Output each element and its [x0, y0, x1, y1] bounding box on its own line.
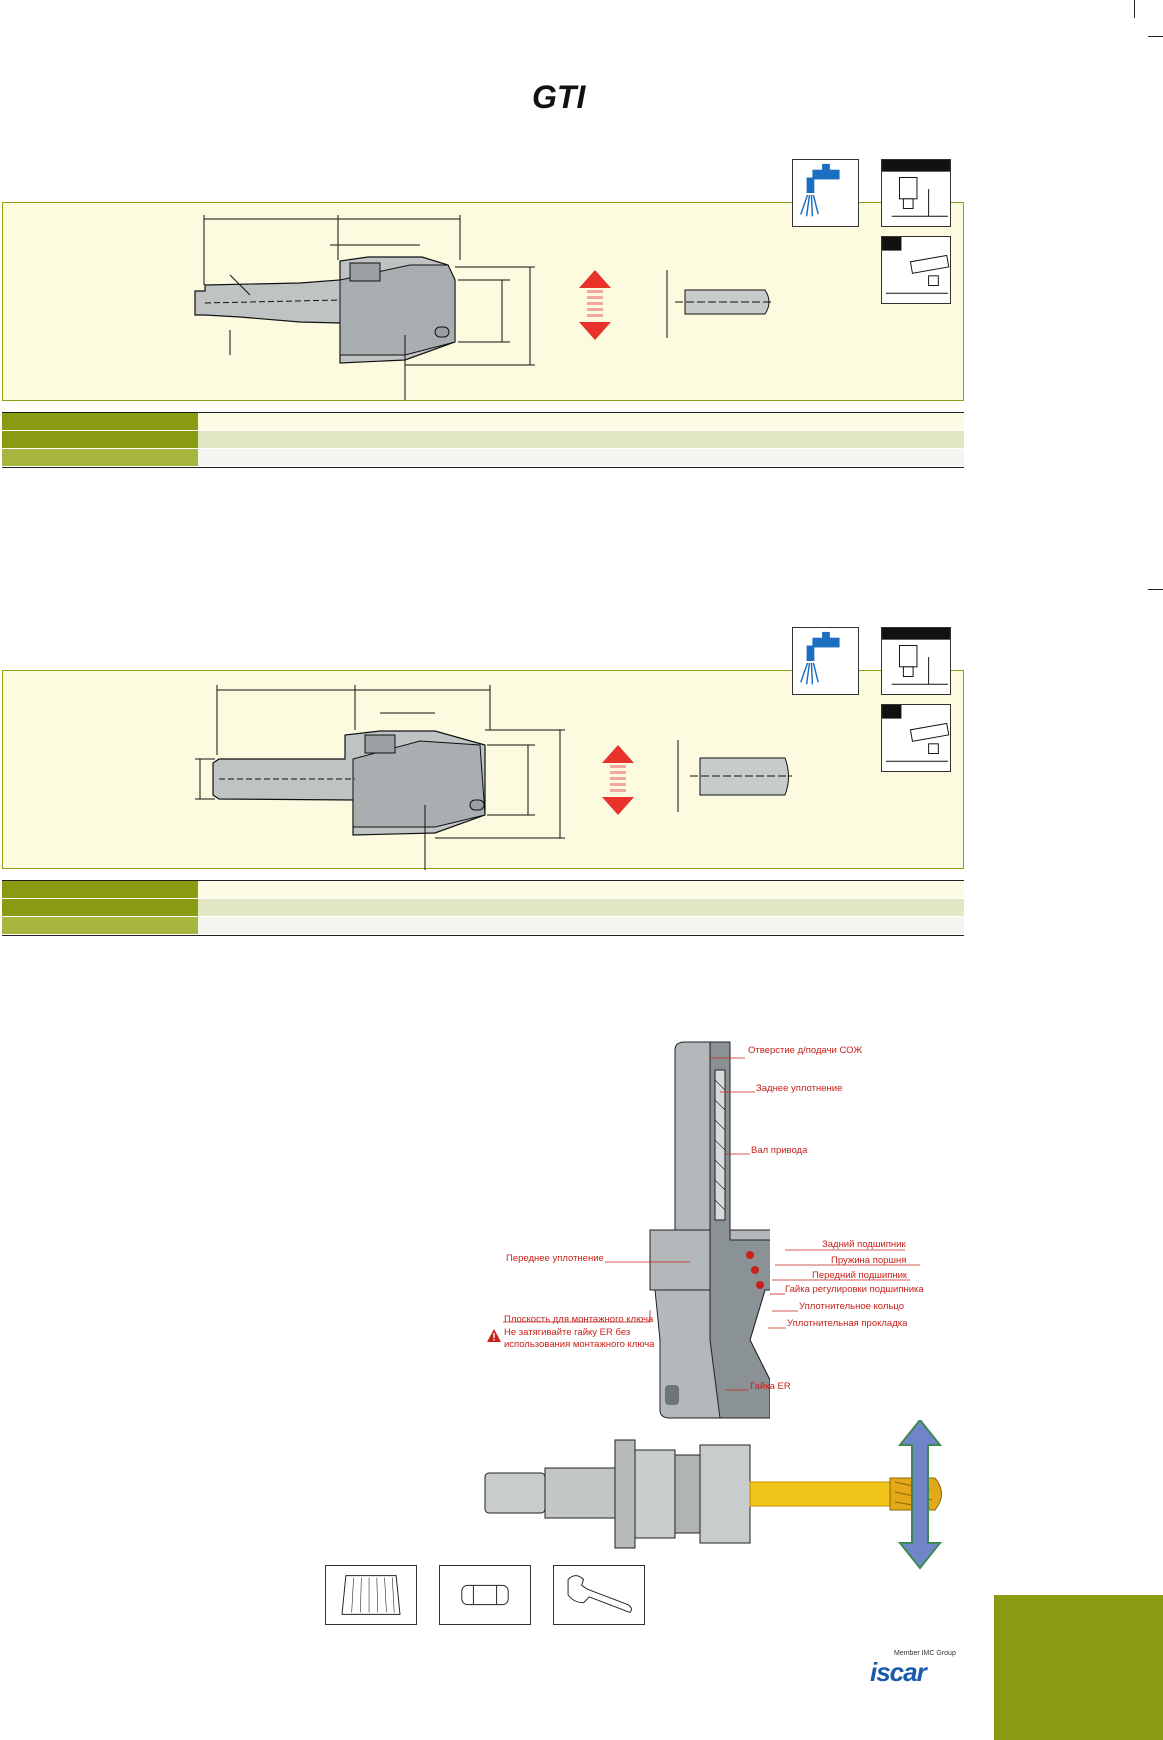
wrench-icon [553, 1565, 645, 1625]
table-row [2, 917, 964, 935]
warning-text-line2: использования монтажного ключа [504, 1339, 655, 1350]
gti-logo: GTI [532, 80, 586, 114]
label-gasket: Уплотнительная прокладка [787, 1318, 908, 1329]
table-row [2, 413, 964, 431]
label-rear-bearing: Задний подшипник [822, 1239, 906, 1250]
machine-axial-icon [881, 627, 951, 695]
float-arrow-1 [579, 270, 611, 340]
tool-panel-1 [2, 202, 964, 401]
label-piston-spring: Пружина поршня [831, 1255, 907, 1266]
table-row [2, 881, 964, 899]
machine-radial-icon [881, 236, 951, 304]
iscar-wordmark: iscar [870, 1657, 927, 1687]
tool-drawing-1 [194, 215, 535, 400]
data-table-2 [2, 880, 964, 936]
nut-icon [439, 1565, 531, 1625]
label-coolant-hole: Отверстие д/подачи СОЖ [748, 1045, 863, 1056]
machine-radial-icon [881, 704, 951, 772]
gti-logo-text: GTI [532, 80, 586, 114]
workpiece-bore-1 [666, 270, 773, 338]
leader-lines [503, 1057, 920, 1391]
assembly-drawing [484, 1420, 943, 1570]
label-bearing-nut: Гайка регулировки подшипника [785, 1284, 924, 1295]
chapter-tab [994, 1595, 1163, 1740]
label-front-bearing: Передний подшипник [812, 1270, 908, 1281]
warning-icon [487, 1329, 501, 1342]
label-front-seal: Переднее уплотнение [506, 1253, 604, 1264]
coolant-tap-icon [792, 159, 859, 227]
label-rear-seal: Заднее уплотнение [756, 1083, 843, 1094]
float-arrow-2 [602, 745, 634, 815]
table-row [2, 899, 964, 917]
warning-text-line1: Не затягивайте гайку ER без [504, 1327, 631, 1338]
tool-drawing-2 [195, 685, 565, 870]
label-drive-shaft: Вал привода [751, 1145, 808, 1156]
table-row [2, 449, 964, 467]
machine-axial-icon [881, 159, 951, 227]
workpiece-bore-2 [677, 740, 792, 812]
member-imc-text: Member IMC Group [894, 1650, 956, 1657]
table-row [2, 431, 964, 449]
collet-icon [325, 1565, 417, 1625]
label-wrench-flat: Плоскость для монтажного ключа [504, 1314, 654, 1325]
label-er-nut: Гайка ER [750, 1381, 791, 1392]
cutaway-drawing [649, 1041, 770, 1419]
label-seal-ring: Уплотнительное кольцо [799, 1301, 904, 1312]
iscar-logo: Member IMC Group iscar [870, 1650, 970, 1696]
data-table-1 [2, 412, 964, 468]
coolant-tap-icon [792, 627, 859, 695]
